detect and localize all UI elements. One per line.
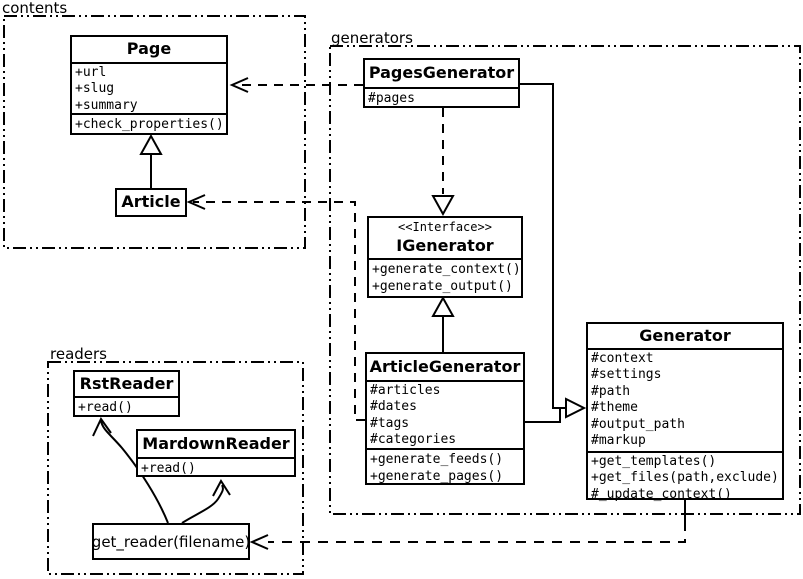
class-rstreader: RstReader +read()	[73, 370, 180, 417]
member: +summary	[75, 97, 138, 113]
member: #pages	[368, 91, 415, 106]
class-mardownreader-methods: +read()	[138, 459, 294, 477]
generators-package-frame	[329, 45, 801, 515]
readers-package-frame	[47, 361, 304, 575]
inheritance-article-to-page	[139, 133, 163, 188]
contents-package-label: contents	[2, 0, 68, 17]
class-rstreader-methods: +read()	[75, 398, 178, 416]
member: +generate_output()	[372, 279, 513, 294]
class-articlegenerator-title: ArticleGenerator	[367, 354, 523, 382]
contents-package-frame	[3, 15, 306, 249]
class-pagesgenerator-title: PagesGenerator	[365, 60, 518, 89]
class-generator-methods: +get_templates()+get_files(path,exclude)…	[588, 451, 782, 503]
member: #output_path	[591, 416, 685, 432]
member: +read()	[141, 461, 196, 476]
class-igenerator-name: IGenerator	[396, 236, 494, 255]
member: +generate_pages()	[370, 469, 504, 484]
member: #markup	[591, 433, 646, 449]
class-pagesgenerator-attributes: #pages	[365, 89, 518, 107]
generators-package-label: generators	[331, 29, 413, 47]
dependency-articlegenerator-to-article	[186, 194, 365, 421]
class-mardownreader: MardownReader +read()	[136, 429, 296, 477]
hollow-triangle	[565, 397, 587, 419]
member: #categories	[370, 432, 457, 448]
class-articlegenerator-attributes: #articles#dates#tags#categories	[367, 382, 523, 448]
class-generator-attributes: #context#settings#path#theme#output_path…	[588, 350, 782, 451]
member: +slug	[75, 81, 115, 97]
member: #articles	[370, 383, 441, 398]
open-arrowhead	[249, 534, 269, 550]
class-generator-title: Generator	[588, 324, 782, 350]
association-getreader-to-mardownreader	[181, 479, 231, 524]
member: #settings	[591, 367, 662, 383]
member: #path	[591, 383, 631, 399]
interface-stereotype: <<Interface>>	[398, 220, 492, 234]
hollow-triangle	[431, 195, 455, 217]
inheritance-generators-to-generator	[520, 83, 587, 423]
member: +generate_feeds()	[370, 452, 504, 467]
class-article-title: Article	[121, 192, 181, 211]
class-igenerator-title: <<Interface>> IGenerator	[369, 218, 521, 260]
inheritance-articlegenerator-to-igenerator	[431, 295, 455, 352]
dependency-generator-to-getreader	[249, 500, 686, 550]
dependency-pagesgenerator-to-page	[229, 77, 363, 93]
open-arrowhead	[229, 77, 249, 93]
class-articlegenerator-methods: +generate_feeds() +generate_pages()	[367, 448, 523, 485]
class-mardownreader-title: MardownReader	[138, 431, 294, 459]
class-rstreader-title: RstReader	[75, 372, 178, 398]
member: +generate_context()	[372, 262, 521, 277]
class-articlegenerator: ArticleGenerator #articles#dates#tags#ca…	[365, 352, 525, 485]
class-page-title: Page	[72, 37, 226, 64]
member: #_update_context()	[591, 486, 732, 502]
class-igenerator: <<Interface>> IGenerator +generate_conte…	[367, 216, 523, 298]
open-arrowhead	[186, 194, 206, 210]
open-arrowhead	[212, 479, 231, 497]
member: +url	[75, 65, 107, 80]
class-page-attributes: +url+slug+summary	[72, 64, 226, 113]
hollow-triangle	[431, 295, 455, 317]
member: #theme	[591, 400, 638, 416]
class-page: Page +url+slug+summary +check_properties…	[70, 35, 228, 135]
get-reader-box: get_reader(filename)	[92, 523, 250, 560]
member: +check_properties()	[75, 117, 224, 132]
class-generator: Generator #context#settings#path#theme#o…	[586, 322, 784, 503]
class-igenerator-methods: +generate_context() +generate_output()	[369, 260, 521, 295]
member: #tags	[370, 415, 410, 431]
member: #context	[591, 351, 654, 366]
member: +get_files(path,exclude)	[591, 470, 779, 486]
open-arrowhead	[92, 417, 112, 437]
get-reader-label: get_reader(filename)	[91, 532, 251, 551]
realization-pagesgenerator-to-igenerator	[431, 108, 455, 217]
member: +read()	[78, 400, 133, 415]
member: #dates	[370, 399, 417, 415]
member: +get_templates()	[591, 454, 717, 469]
class-article: Article	[115, 188, 187, 217]
association-getreader-to-rstreader	[92, 417, 169, 524]
class-page-methods: +check_properties()	[72, 113, 226, 133]
class-pagesgenerator: PagesGenerator #pages	[363, 58, 520, 108]
readers-package-label: readers	[50, 345, 107, 363]
